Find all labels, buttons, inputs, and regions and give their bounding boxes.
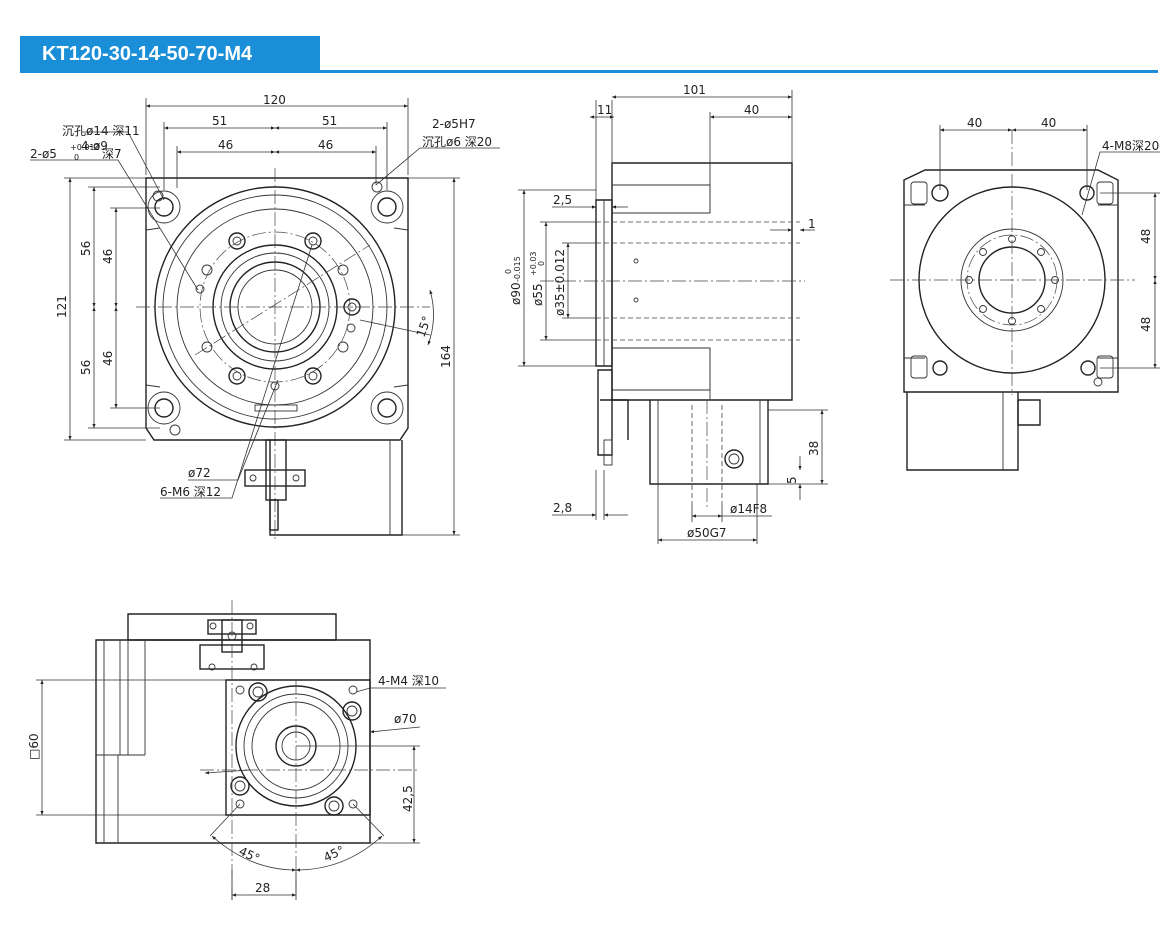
side-dim-40: 40 — [744, 103, 759, 117]
side-dim-38: 38 — [807, 441, 821, 456]
side-housing-outline — [611, 162, 793, 401]
bottom-dim-60: □60 — [27, 733, 41, 760]
front-dim-51-right: 51 — [322, 114, 337, 128]
note-4-m4: 4-M4 深10 — [378, 674, 439, 688]
side-tol-phi90-lower: -0.015 — [513, 256, 522, 282]
front-dim-46-left: 46 — [218, 138, 233, 152]
side-dim-11: 11 — [597, 103, 612, 117]
side-view: 101 11 40 2,5 1 ø90 0 -0.015 ø55 +0.03 0… — [504, 83, 828, 544]
back-housing-outline — [903, 169, 1119, 393]
front-dim-46-top: 46 — [101, 249, 115, 264]
note-counterbore-6: 沉孔ø6 深20 — [422, 135, 492, 149]
back-dim-40-left: 40 — [967, 116, 982, 130]
corner-boss-tr — [370, 181, 404, 224]
bottom-bolt-holes — [230, 682, 362, 816]
sensor-bracket — [244, 404, 306, 531]
front-dim-56-top: 56 — [79, 241, 93, 256]
front-dim-164: 164 — [439, 345, 453, 368]
front-dim-46-bottom: 46 — [101, 351, 115, 366]
bottom-dim-phi70: ø70 — [394, 712, 417, 726]
side-dim-phi55: ø55 — [531, 283, 545, 306]
back-corner-holes — [910, 181, 1114, 387]
side-dim-phi35: ø35±0.012 — [553, 249, 567, 316]
side-motor-body — [649, 400, 769, 485]
back-dimensions — [939, 125, 1160, 369]
note-phi72: ø72 — [188, 466, 211, 480]
side-dim-2-8: 2,8 — [553, 501, 572, 515]
side-dim-2-5: 2,5 — [553, 193, 572, 207]
note-6-m6: 6-M6 深12 — [160, 485, 221, 499]
side-shaft-end — [724, 449, 744, 469]
model-title: KT120-30-14-50-70-M4 — [20, 36, 320, 72]
angle-45-left: 45° — [237, 844, 262, 866]
side-flange — [595, 199, 613, 367]
note-4-m8: 4-M8深20 — [1102, 139, 1159, 153]
back-motor-body — [906, 392, 1019, 471]
bottom-dim-42-5: 42,5 — [401, 785, 415, 812]
side-dim-phi50: ø50G7 — [687, 526, 727, 540]
front-motor-body — [269, 440, 403, 536]
back-view: 40 40 4-M8深20 48 48 — [890, 116, 1160, 471]
front-dim-120: 120 — [263, 93, 286, 107]
side-tol-phi90-upper: 0 — [504, 269, 513, 274]
note-2-phi5: 2-ø5 — [30, 147, 57, 161]
side-dim-phi90: ø90 — [509, 282, 523, 305]
tol-2-phi5-lower: 0 — [74, 153, 79, 162]
bottom-dimensions — [36, 679, 446, 900]
corner-boss-tl — [147, 190, 181, 224]
side-dim-101: 101 — [683, 83, 706, 97]
tol-2-phi5-upper: +0.012 — [70, 143, 100, 152]
table-bolt-holes — [195, 232, 361, 391]
side-dim-1: 1 — [808, 217, 816, 231]
side-tol-phi55-lower: 0 — [537, 261, 546, 266]
front-dim-121: 121 — [55, 295, 69, 318]
bottom-view: 4-M4 深10 ø70 □60 42,5 45° 45° 28 — [27, 600, 446, 900]
note-depth-7: 深7 — [102, 147, 122, 161]
front-dim-51-left: 51 — [212, 114, 227, 128]
back-dim-48-top: 48 — [1139, 229, 1153, 244]
bottom-dim-28: 28 — [255, 881, 270, 895]
side-dim-phi14: ø14F8 — [730, 502, 767, 516]
side-dimensions — [518, 90, 828, 544]
back-dim-40-right: 40 — [1041, 116, 1056, 130]
back-dim-48-bottom: 48 — [1139, 317, 1153, 332]
note-2-phi5h7: 2-ø5H7 — [432, 117, 476, 131]
front-dimensions — [30, 98, 500, 536]
corner-boss-br — [370, 391, 404, 425]
front-dim-56-bottom: 56 — [79, 360, 93, 375]
front-housing-outline — [145, 177, 409, 441]
corner-boss-bl — [147, 391, 181, 436]
side-tol-phi55-upper: +0.03 — [529, 251, 538, 276]
front-view: 120 51 51 46 46 4-ø9 沉孔ø14 深11 2-ø5 +0.0… — [30, 93, 500, 540]
note-4-phi9: 4-ø9 — [81, 139, 108, 153]
side-sensor — [597, 369, 629, 456]
note-counterbore-14: 沉孔ø14 深11 — [62, 124, 140, 138]
front-dim-46-right: 46 — [318, 138, 333, 152]
title-underline — [20, 70, 1158, 73]
angle-15: 15° — [414, 314, 434, 339]
side-dim-5: 5 — [785, 476, 799, 484]
